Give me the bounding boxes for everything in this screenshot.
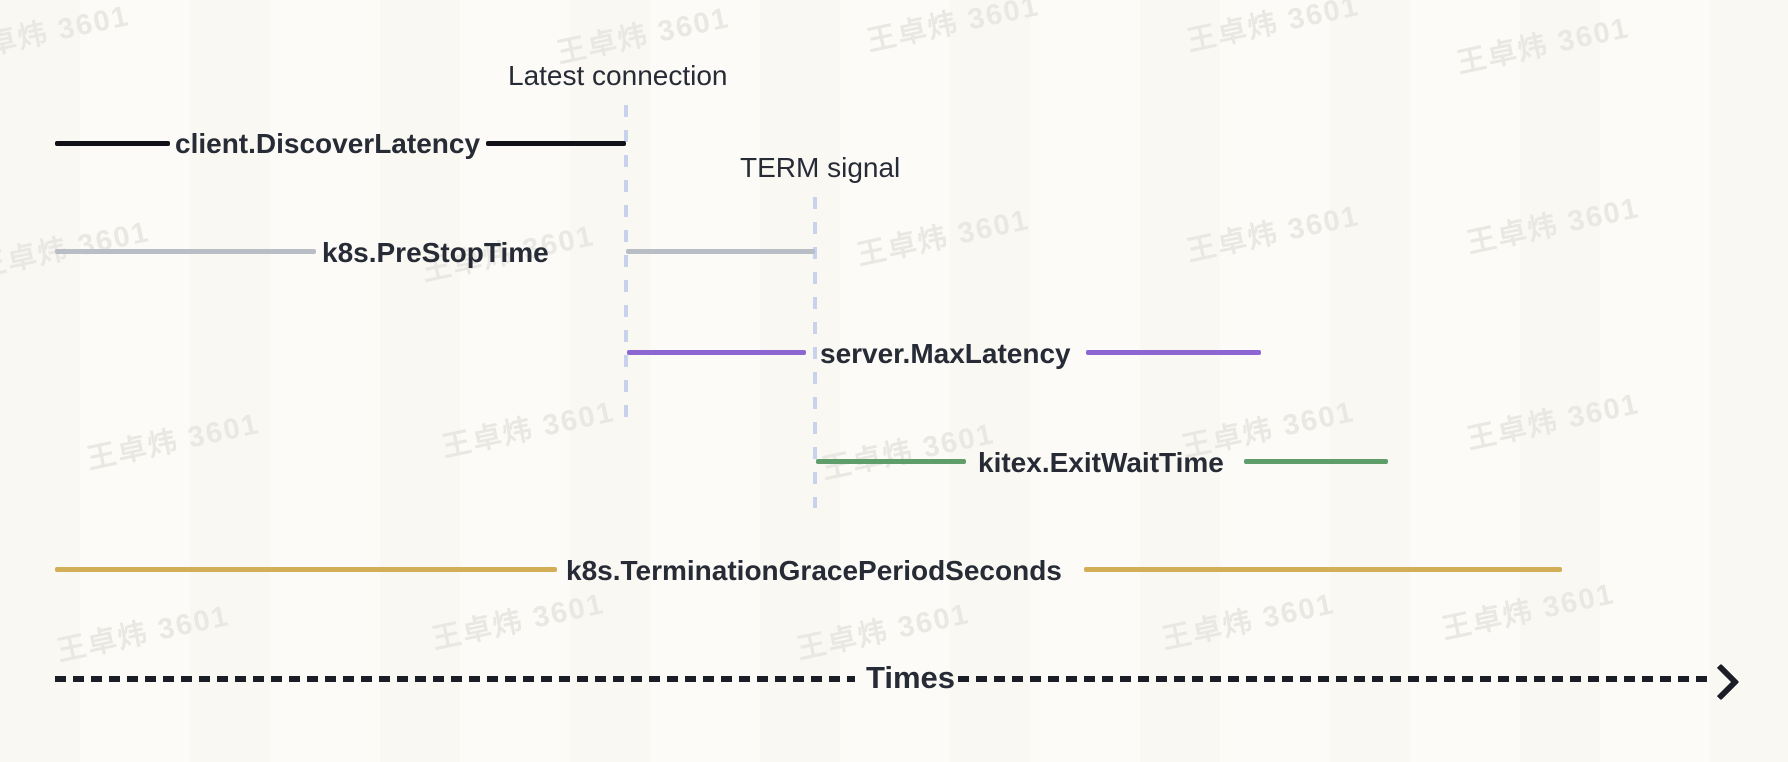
client-discover-latency-line-right	[486, 141, 626, 146]
watermark-text: 王卓炜 3601	[1464, 192, 1643, 260]
arrow-head-icon	[1702, 663, 1740, 701]
watermark-text: 王卓炜 3601	[1184, 200, 1363, 268]
watermark-text: 王卓炜 3601	[819, 418, 998, 486]
watermark-text: 王卓炜 3601	[1184, 0, 1363, 58]
time-axis-label: Times	[866, 660, 956, 695]
server-max-latency-label: server.MaxLatency	[820, 338, 1071, 369]
watermark-text: 王卓炜 3601	[864, 0, 1043, 58]
watermark-text: 王卓炜 3601	[0, 216, 153, 284]
watermark-text: 王卓炜 3601	[1439, 578, 1618, 646]
k8s-termination-grace-period-line-left	[55, 567, 557, 572]
client-discover-latency-label: client.DiscoverLatency	[175, 128, 481, 159]
client-discover-latency-line-left	[55, 141, 170, 146]
watermark-text: 王卓炜 3601	[84, 408, 263, 476]
watermark-text: 王卓炜 3601	[1159, 588, 1338, 656]
watermark-text: 王卓炜 3601	[0, 0, 133, 68]
watermark-text: 王卓炜 3601	[794, 598, 973, 666]
term-signal-guide-line	[813, 197, 817, 508]
server-max-latency-line-right	[1086, 350, 1261, 355]
k8s-prestop-time-line-right	[626, 249, 815, 254]
k8s-prestop-time-line-left	[55, 249, 316, 254]
kitex-exit-wait-time-label: kitex.ExitWaitTime	[978, 447, 1224, 478]
server-max-latency-line-left	[627, 350, 806, 355]
time-axis-dashes-right	[958, 676, 1714, 682]
kitex-exit-wait-time-line-right	[1244, 459, 1388, 464]
term-signal-label: TERM signal	[740, 152, 901, 183]
k8s-termination-grace-period-line-right	[1084, 567, 1562, 572]
watermark-text: 王卓炜 3601	[439, 396, 618, 464]
latest-connection-guide-line	[624, 105, 628, 418]
watermark-text: 王卓炜 3601	[54, 600, 233, 668]
watermark-text: 王卓炜 3601	[1454, 12, 1633, 80]
time-axis-dashes-left	[55, 676, 855, 682]
watermark-text: 王卓炜 3601	[1464, 388, 1643, 456]
watermark-text: 王卓炜 3601	[854, 204, 1033, 272]
k8s-prestop-time-label: k8s.PreStopTime	[322, 237, 549, 268]
kitex-exit-wait-time-line-left	[816, 459, 966, 464]
k8s-termination-grace-period-label: k8s.TerminationGracePeriodSeconds	[566, 555, 1062, 586]
watermark-text: 王卓炜 3601	[429, 588, 608, 656]
latest-connection-label: Latest connection	[508, 60, 728, 91]
